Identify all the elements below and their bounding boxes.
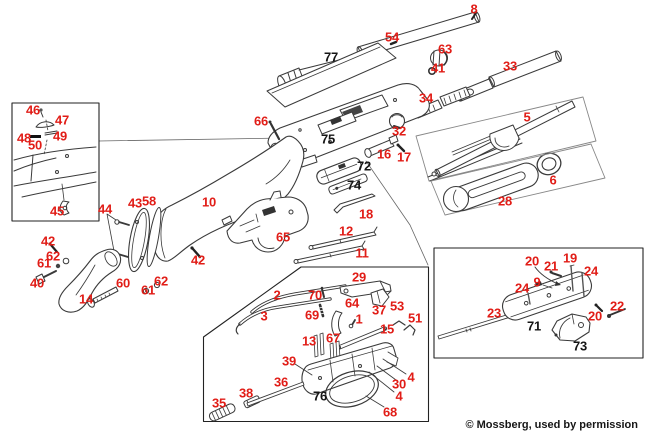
copyright-notice: © Mossberg, used by permission xyxy=(465,419,638,431)
stock-comb-inset-drawing xyxy=(11,102,100,222)
takedown-screw-drawing xyxy=(87,281,161,308)
inner-magazine-tube-drawing xyxy=(409,50,562,119)
action-tube-panel-drawing xyxy=(415,96,597,182)
forearm-panel-drawing xyxy=(430,143,606,216)
stock-drawing xyxy=(106,135,305,273)
pistol-grip-drawing xyxy=(35,242,122,313)
trigger-group-inset-drawing xyxy=(202,266,430,423)
cartridge-guide-rails-drawing xyxy=(293,226,378,264)
bolt-group-drawing xyxy=(316,157,376,214)
trigger-housing-drawing xyxy=(221,190,309,253)
leader-lines xyxy=(98,137,429,266)
receiver-cover-inset-drawing xyxy=(433,247,644,359)
